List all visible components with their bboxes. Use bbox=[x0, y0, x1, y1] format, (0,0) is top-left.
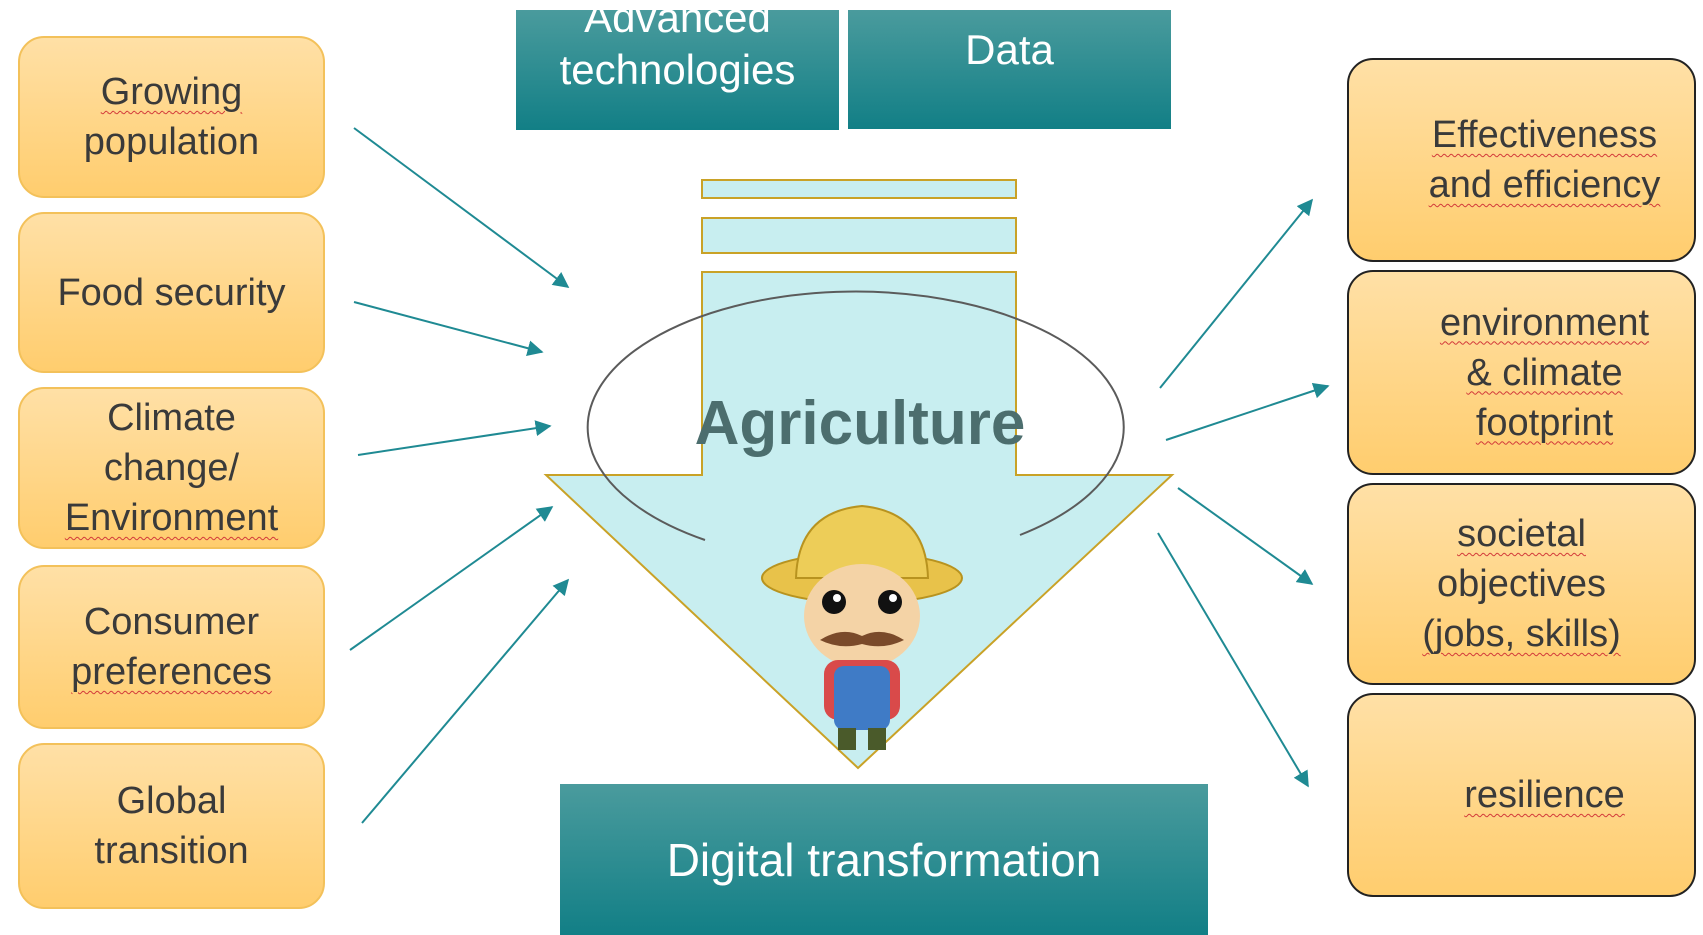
advanced-technologies-line1: Advanced bbox=[584, 0, 771, 41]
driver-box-global-transition: Global transition bbox=[18, 743, 325, 909]
connector-effectiveness bbox=[1159, 198, 1314, 389]
arrow-stripe-middle bbox=[701, 217, 1017, 254]
advanced-technologies-box: Advanced technologies bbox=[516, 0, 839, 130]
data-box: Data bbox=[848, 10, 1171, 129]
outcome-box-societal: societal objectives (jobs, skills) bbox=[1347, 483, 1696, 685]
driver-box-consumer-preferences: Consumer preferences bbox=[18, 565, 325, 729]
outcome-connectors bbox=[1157, 198, 1330, 788]
agriculture-oval bbox=[586, 290, 1125, 541]
connector-global-transition bbox=[361, 578, 570, 824]
driver-box-growing-population: Growing population bbox=[18, 36, 325, 198]
arrow-stripe-top bbox=[701, 179, 1017, 199]
connector-societal bbox=[1177, 487, 1314, 585]
connector-food-security bbox=[353, 301, 544, 357]
agriculture-label: Agriculture bbox=[694, 388, 1026, 458]
advanced-technologies-line2: technologies bbox=[559, 46, 796, 93]
connector-consumer-preferences bbox=[349, 506, 554, 651]
connector-environment bbox=[1165, 382, 1330, 441]
driver-box-climate-change: Climate change/ Environment bbox=[18, 387, 325, 549]
outcome-box-effectiveness: Effectiveness and efficiency bbox=[1347, 58, 1696, 262]
outcome-box-environment: environment & climate footprint bbox=[1347, 270, 1696, 475]
farmer-icon bbox=[761, 504, 963, 750]
outcome-box-resilience: resilience bbox=[1347, 693, 1696, 897]
connector-growing-population bbox=[353, 127, 570, 288]
digital-transformation-box: Digital transformation bbox=[560, 784, 1208, 935]
driver-connectors bbox=[349, 127, 570, 824]
connector-resilience bbox=[1157, 532, 1309, 788]
connector-climate-change bbox=[357, 420, 552, 456]
driver-box-food-security: Food security bbox=[18, 212, 325, 373]
